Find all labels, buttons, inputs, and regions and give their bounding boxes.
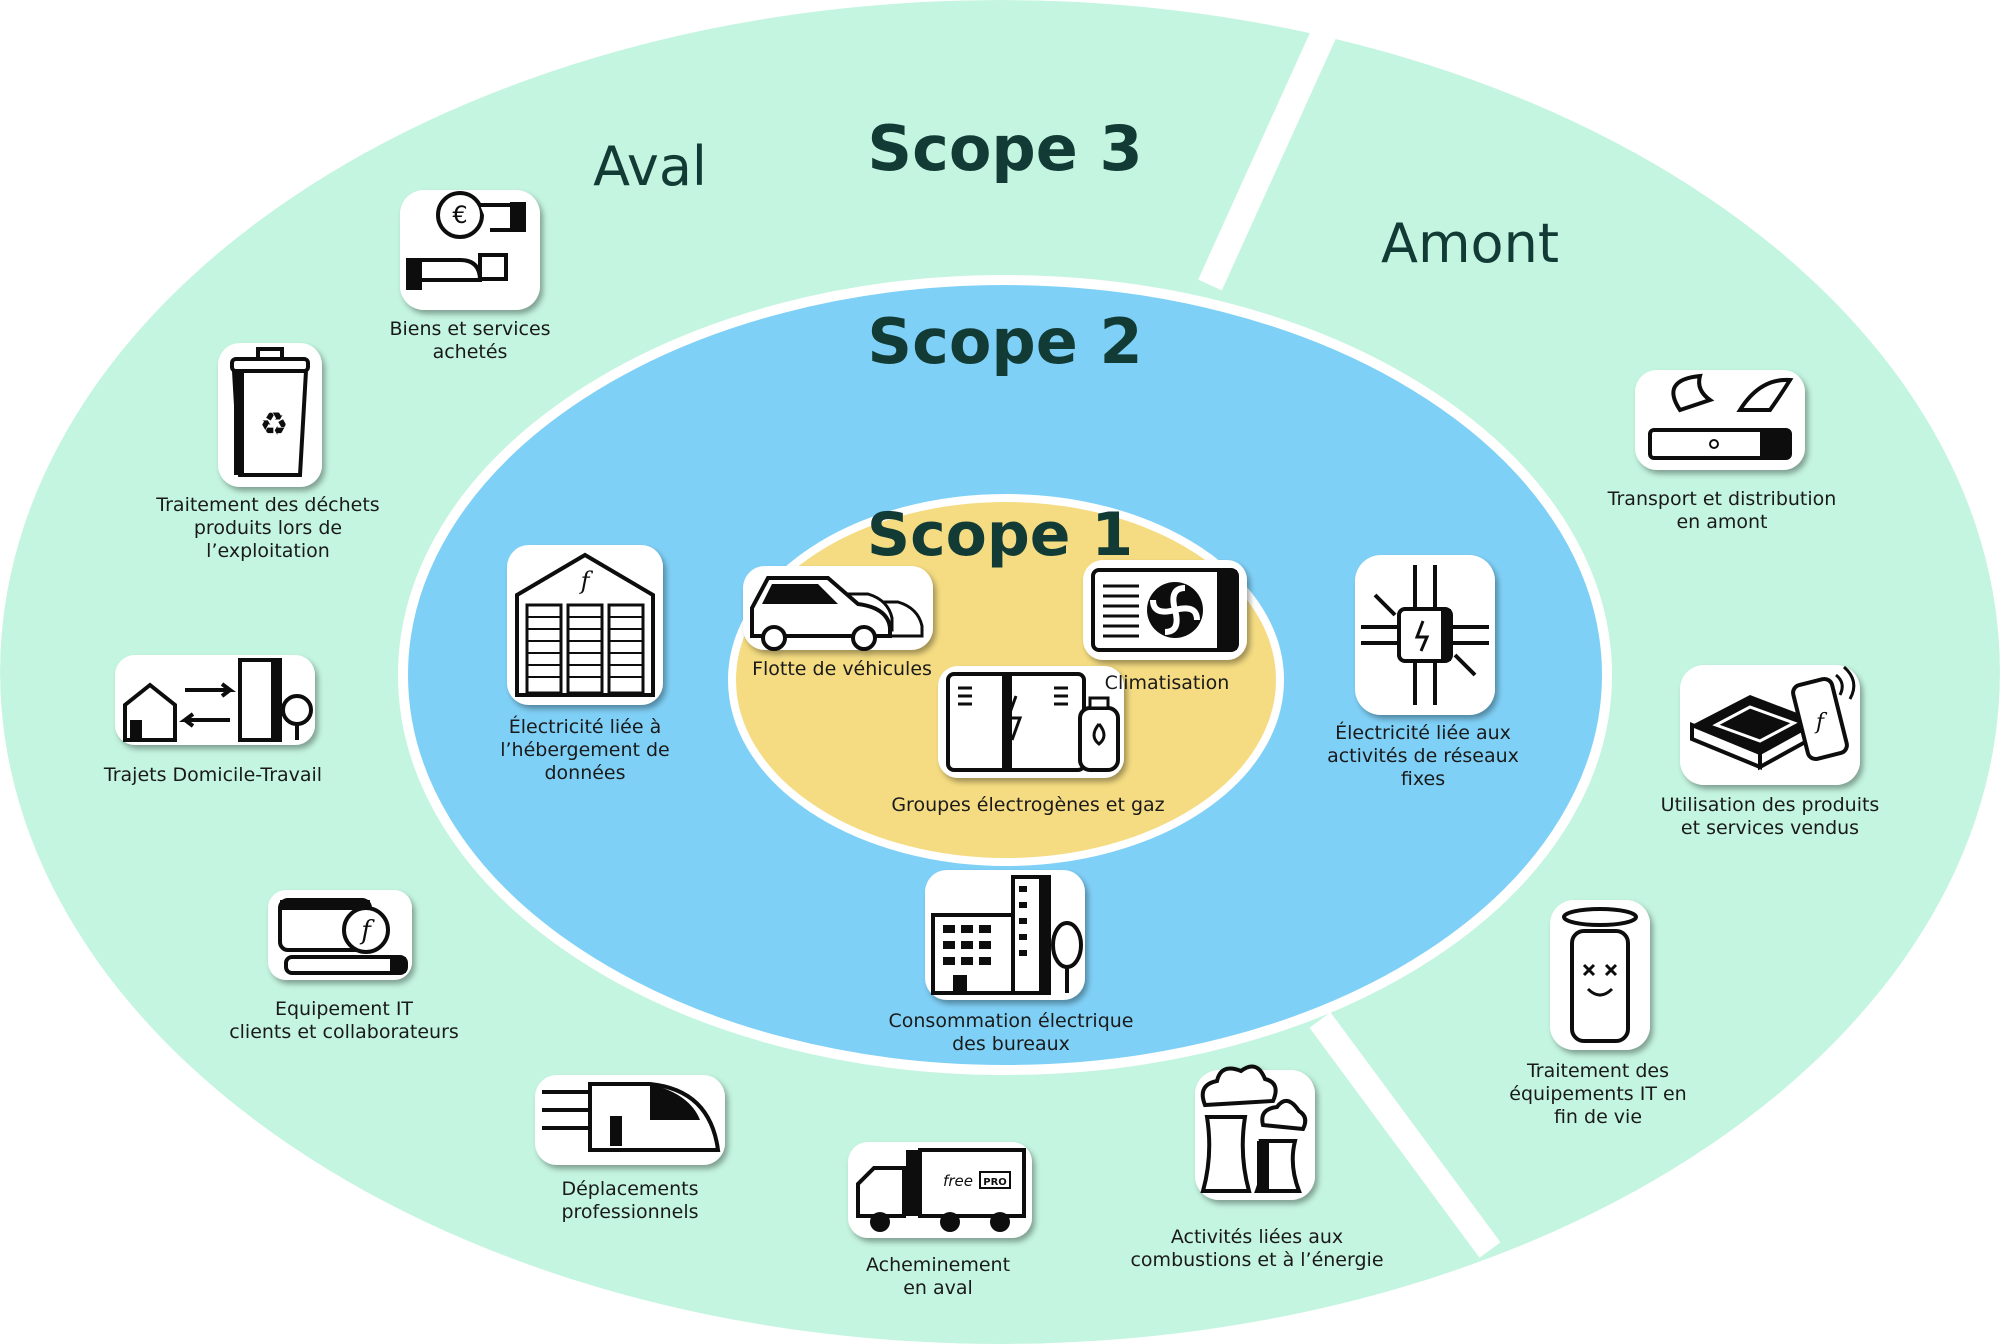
label-line: Acheminement (865, 1254, 1011, 1276)
circuit-chip-icon (1355, 555, 1495, 715)
scope1-title: Scope 1 (866, 500, 1134, 570)
label-line: Électricité liée aux (1335, 722, 1511, 744)
label-line: achetés (432, 341, 508, 363)
svg-text:€: € (452, 201, 467, 229)
label-line: Equipement IT (274, 998, 414, 1020)
label-acheminement: Acheminement en aval (866, 1254, 1010, 1300)
label-groupes: Groupes électrogènes et gaz (891, 794, 1164, 817)
label-traitement-dechets: Traitement des déchets produits lors de … (156, 494, 379, 563)
aval-title: Aval (593, 135, 707, 198)
label-line: Traitement des déchets (156, 494, 380, 516)
label-line: et services vendus (1680, 817, 1860, 839)
label-bureaux: Consommation électrique des bureaux (889, 1010, 1134, 1056)
label-line: Transport et distribution (1607, 488, 1837, 510)
label-line: en amont (1676, 511, 1768, 533)
label-line: Trajets Domicile-Travail (103, 764, 323, 786)
house-office-commute-icon (115, 655, 315, 745)
label-line: professionnels (561, 1201, 699, 1223)
label-utilisation: Utilisation des produits et services ven… (1661, 794, 1880, 840)
label-line: Utilisation des produits (1660, 794, 1880, 816)
label-line: en aval (903, 1277, 973, 1299)
label-line: Activités liées aux (1170, 1226, 1344, 1248)
label-equipement-it: Equipement IT clients et collaborateurs (229, 998, 459, 1044)
label-line: activités de réseaux (1327, 745, 1519, 767)
label-line: fixes (1400, 768, 1446, 790)
office-building-icon (925, 870, 1085, 1000)
label-line: Déplacements (561, 1178, 699, 1200)
router-phone-icon: f (1680, 665, 1860, 785)
label-hebergement: Électricité liée à l’hébergement de donn… (500, 716, 670, 785)
air-conditioner-icon (1083, 560, 1247, 660)
amont-title: Amont (1381, 212, 1559, 275)
label-line: Consommation électrique (888, 1010, 1134, 1032)
label-combustions: Activités liées aux combustions et à l’é… (1130, 1226, 1383, 1272)
scope2-title: Scope 2 (867, 305, 1143, 378)
truck-badge-text: PRO (983, 1177, 1007, 1188)
label-line: Biens et services (389, 318, 551, 340)
cooling-towers-icon (1195, 1064, 1315, 1200)
hands-money-icon: € (400, 190, 540, 310)
label-line: l’exploitation (206, 540, 330, 562)
label-reseaux: Électricité liée aux activités de réseau… (1327, 722, 1519, 791)
label-flotte: Flotte de véhicules (752, 658, 932, 681)
label-line: Climatisation (1104, 672, 1230, 694)
label-line: équipements IT en (1509, 1083, 1687, 1105)
label-transport: Transport et distribution en amont (1608, 488, 1837, 534)
label-deplacements: Déplacements professionnels (561, 1178, 698, 1224)
label-line: l’hébergement de (500, 739, 670, 761)
it-equipment-icon: f (268, 890, 412, 980)
scope3-title: Scope 3 (867, 112, 1143, 185)
label-biens-services: Biens et services achetés (389, 318, 550, 364)
label-line: Traitement des (1526, 1060, 1670, 1082)
flying-box-icon (1635, 370, 1805, 470)
label-line: Électricité liée à (508, 716, 662, 738)
generator-gas-icon (938, 666, 1124, 778)
label-line: Groupes électrogènes et gaz (891, 794, 1165, 816)
label-climatisation: Climatisation (1105, 672, 1230, 695)
label-line: données (544, 762, 626, 784)
dead-phone-icon (1550, 900, 1650, 1050)
label-line: Flotte de véhicules (752, 658, 932, 680)
car-fleet-icon (743, 566, 933, 651)
label-line: des bureaux (952, 1033, 1070, 1055)
train-icon (535, 1075, 725, 1165)
datacenter-icon: f (507, 545, 663, 705)
label-fin-de-vie: Traitement des équipements IT en fin de … (1509, 1060, 1686, 1129)
label-line: produits lors de (193, 517, 343, 539)
truck-brand-text: free (943, 1172, 973, 1190)
label-line: clients et collaborateurs (229, 1021, 459, 1043)
label-line: combustions et à l’énergie (1130, 1249, 1384, 1271)
label-line: fin de vie (1553, 1106, 1643, 1128)
label-trajets: Trajets Domicile-Travail (104, 764, 322, 787)
recycle-bin-icon: ♻ (218, 343, 322, 487)
svg-text:♻: ♻ (260, 405, 289, 443)
delivery-truck-icon: free PRO (848, 1142, 1032, 1238)
